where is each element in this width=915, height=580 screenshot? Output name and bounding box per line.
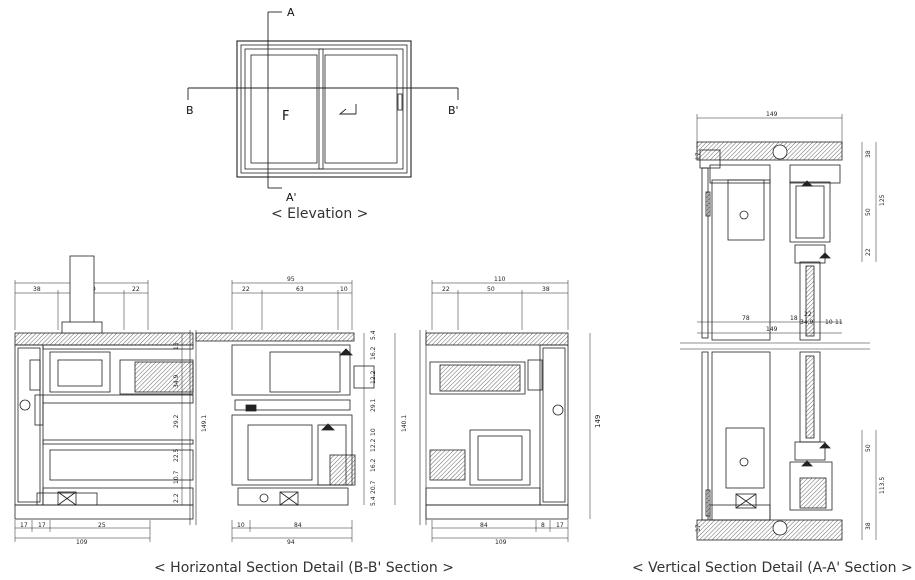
dim-top-mid-2: 63 [296,286,304,293]
horizontal-section-view: 110 38 50 22 95 22 63 10 110 22 50 38 [14,255,602,546]
left-sash [36,351,194,506]
frame-left-profile [14,332,194,520]
label-b-prime: B' [448,104,459,117]
dim-vcenter-1: 149.1 [201,415,208,432]
dim-bottom-right-3: 17 [556,522,564,529]
vertical-section-view: 149 38 50 125 22 [680,111,886,541]
dim-vleft-3: 29.2 [173,414,180,428]
interlock-center [195,332,375,506]
dim-vs-mid-1: 78 [742,315,750,322]
dim-vright-inner-1: 140.1 [401,415,408,432]
label-a-prime: A' [286,191,297,204]
frame-right-profile [425,332,569,520]
dim-vleft-5: 10.7 [173,470,180,484]
dim-vs-right-top-3: 125 [879,194,886,206]
dim-top-right-2: 50 [487,286,495,293]
dim-vs-top-width: 149 [766,111,778,118]
dim-top-right-1: 22 [442,286,450,293]
dim-bottom-mid-2: 84 [294,522,302,529]
dim-vs-right-top-4: 22 [865,248,872,256]
elevation-caption: < Elevation > [271,206,369,222]
dim-vmid-6: 12.2 [370,438,377,452]
dim-bottom-left-1: 17 [20,522,28,529]
mullion-post [69,255,95,325]
dim-vmid-9: 5.4 [370,496,377,506]
sliding-sash [318,48,404,170]
dim-vs-right-top-1: 38 [865,150,872,158]
break-marks-vertical [680,342,870,350]
handle-icon [397,93,403,111]
dim-top-mid-total: 95 [287,276,295,283]
dim-vmid-3: 12.2 [370,370,377,384]
dim-bottom-right-total: 109 [495,539,507,546]
head-profile [696,141,843,341]
dim-bottom-right-2: 8 [541,522,545,529]
break-marks-right [419,330,427,525]
dim-vmid-5: 10 [370,428,377,436]
dim-vs-mid-6: 11 [835,319,843,326]
horizontal-bottom-dimensions [14,520,569,542]
dim-vmid-2: 16.2 [370,346,377,360]
dim-vs-mid-2: 18 [790,315,798,322]
dim-vleft-6: 2.2 [173,493,180,503]
dim-vs-right-bottom-3: 38 [865,522,872,530]
dim-vmid-4: 29.1 [370,398,377,412]
dim-bottom-left-3: 25 [98,522,106,529]
break-marks-left [189,330,197,525]
dim-top-left-1: 38 [33,286,41,293]
slide-direction-arrow-icon [338,108,356,115]
label-b: B [186,104,194,117]
dim-bottom-left-total: 109 [76,539,88,546]
sill-profile [696,351,843,541]
fixed-sash [244,48,324,170]
window-outer-frame [236,40,412,178]
dim-vs-right-top-2: 50 [865,208,872,216]
elevation-view: A A' B B' F [186,6,459,204]
dim-vs-mid-4: 34.9 [800,319,814,326]
dim-vleft-2: 34.9 [173,374,180,388]
dim-bottom-mid-1: 10 [237,522,245,529]
dim-vs-right-bottom-2: 113.5 [879,477,886,494]
dim-vmid-7: 16.2 [370,458,377,472]
dim-vleft-4: 22.5 [173,448,180,462]
dim-top-left-3: 22 [132,286,140,293]
dim-top-right-total: 110 [494,276,506,283]
dim-vs-left-top: 17 [695,152,702,160]
dim-bottom-right-1: 84 [480,522,488,529]
dim-vs-right-bottom-1: 50 [865,444,872,452]
vertical-section-caption: < Vertical Section Detail (A-A' Section … [632,560,913,576]
horizontal-section-caption: < Horizontal Section Detail (B-B' Sectio… [154,560,454,576]
dim-bottom-left-2: 17 [38,522,46,529]
dim-vleft-1: 15 [173,342,180,350]
dim-vs-mid-3: 22 [804,311,812,318]
dim-overall-height: 149 [594,415,602,428]
center-vertical-dims [181,333,396,505]
dim-bottom-mid-total: 94 [287,539,295,546]
dim-vs-mid-5: 10 [825,319,833,326]
dim-vs-left-bottom: 17 [695,524,702,532]
label-a: A [287,6,295,19]
dim-top-mid-3: 10 [340,286,348,293]
dim-vs-mid-width: 149 [766,326,778,333]
dim-vmid-8: 20.7 [370,480,377,494]
dim-vmid-1: 5.4 [370,330,377,340]
dim-top-mid-1: 22 [242,286,250,293]
dim-top-right-3: 38 [542,286,550,293]
label-f: F [282,109,289,124]
